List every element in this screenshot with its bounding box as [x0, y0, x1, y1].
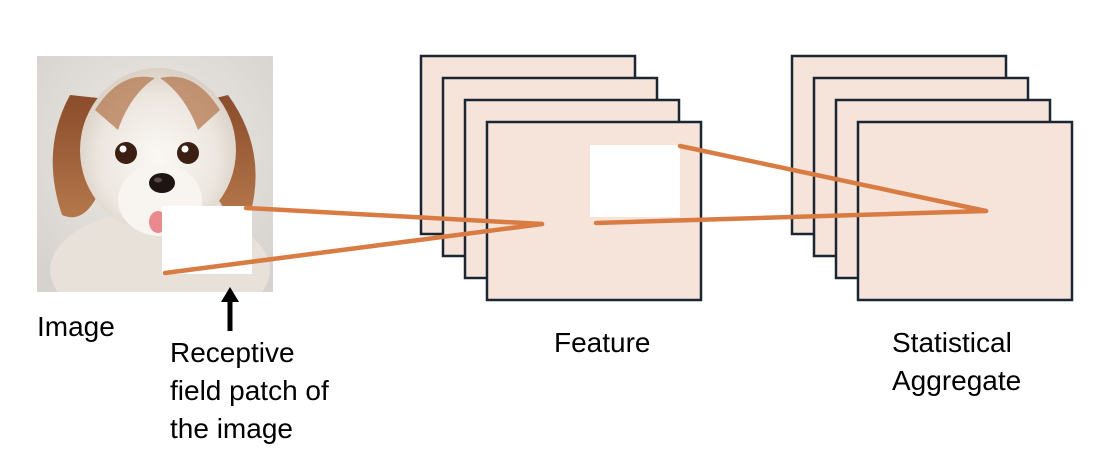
aggregate-stack [790, 54, 1074, 302]
connector-line-2b [593, 208, 989, 226]
connector-line-1b [162, 221, 545, 276]
receptive-field-label: Receptive field patch of the image [170, 334, 329, 448]
aggregate-label-line-1: Statistical [892, 327, 1012, 358]
aggregate-label: Statistical Aggregate [892, 324, 1021, 400]
aggregate-label-line-2: Aggregate [892, 365, 1022, 396]
feature-patch [590, 145, 680, 217]
up-arrow-icon [221, 287, 239, 331]
connector-line-1a [243, 205, 545, 227]
puppy-image [37, 56, 273, 292]
receptive-field-label-line-3: the image [170, 413, 293, 444]
receptive-field-label-line-1: Receptive [170, 337, 295, 368]
receptive-field-label-line-2: field patch of [170, 375, 329, 406]
connector-line-2a [677, 143, 989, 214]
image-label: Image [37, 311, 115, 342]
feature-label: Feature [554, 327, 651, 358]
feature-stack [419, 54, 703, 302]
